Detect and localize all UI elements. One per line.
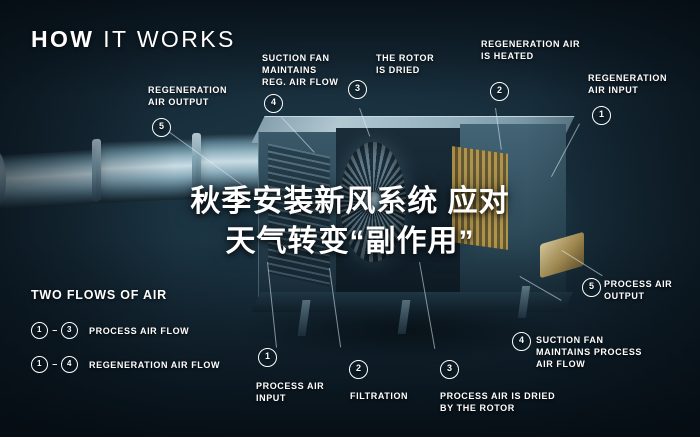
callout-badge-4-suction-fan-reg[interactable]: 4 (264, 94, 283, 113)
callout-badge-3-process-dried[interactable]: 3 (440, 360, 459, 379)
callout-label-regeneration-air-output: REGENERATION AIR OUTPUT (148, 85, 228, 107)
page-title: HOW IT WORKS (31, 26, 236, 53)
callout-label-process-air-output: PROCESS AIR OUTPUT (604, 279, 673, 301)
callout-badge-3-rotor-dried[interactable]: 3 (348, 80, 367, 99)
legend-row-process-air: 1–3 PROCESS AIR FLOW (31, 322, 189, 339)
callout-badge-1-process-input[interactable]: 1 (258, 348, 277, 367)
legend-dash-regeneration: – (52, 358, 58, 369)
page-title-light: IT WORKS (94, 26, 236, 52)
callout-badge-5-process-output[interactable]: 5 (582, 278, 601, 297)
callout-label-regeneration-air-input: REGENERATION AIR INPUT (588, 73, 668, 95)
overlay-headline: 秋季安装新风系统 应对 天气转变“副作用” (0, 182, 700, 262)
legend-label-process-air-flow: PROCESS AIR FLOW (89, 325, 190, 336)
callout-label-suction-fan-reg: SUCTION FAN MAINTAINS REG. AIR FLOW (262, 53, 339, 87)
legend-dash-process: – (52, 324, 58, 335)
callout-label-process-air-input: PROCESS AIR INPUT (256, 381, 325, 403)
callout-label-suction-fan-process: SUCTION FAN MAINTAINS PROCESS AIR FLOW (536, 335, 643, 369)
callout-label-regeneration-air-heated: REGENERATION AIR IS HEATED (481, 39, 581, 61)
legend-badge-1-process: 1 (31, 322, 48, 339)
callout-badge-2-filtration[interactable]: 2 (349, 360, 368, 379)
overlay-headline-line-2: 天气转变“副作用” (225, 225, 475, 258)
callout-badge-4-suction-fan-process[interactable]: 4 (512, 332, 531, 351)
legend-badge-4-regeneration: 4 (61, 356, 78, 373)
callout-badge-5-regeneration-output[interactable]: 5 (152, 118, 171, 137)
legend-badge-3-process: 3 (61, 322, 78, 339)
legend-title: TWO FLOWS OF AIR (31, 288, 167, 302)
legend-label-regeneration-air-flow: REGENERATION AIR FLOW (89, 359, 221, 370)
legend-badge-1-regeneration: 1 (31, 356, 48, 373)
callout-badge-1-reg-input[interactable]: 1 (592, 106, 611, 125)
legend-row-regeneration-air: 1–4 REGENERATION AIR FLOW (31, 356, 220, 373)
callout-label-filtration: FILTRATION (350, 391, 409, 401)
callout-label-process-air-dried: PROCESS AIR IS DRIED BY THE ROTOR (440, 391, 556, 413)
callout-label-rotor-dried: THE ROTOR IS DRIED (376, 53, 435, 75)
callout-badge-2-air-heated[interactable]: 2 (490, 82, 509, 101)
overlay-headline-line-1: 秋季安装新风系统 应对 (190, 185, 510, 218)
page-title-bold: HOW (31, 26, 95, 52)
